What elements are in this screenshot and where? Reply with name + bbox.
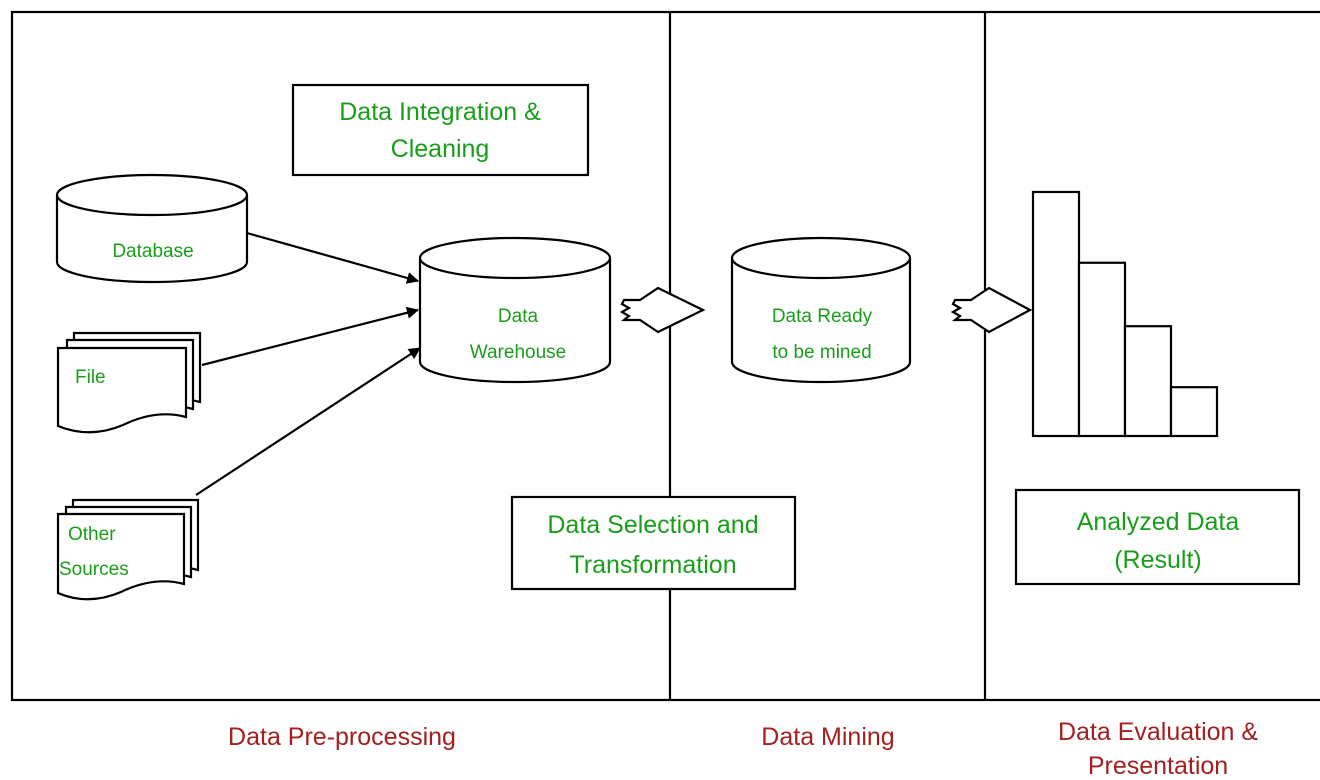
- stage-evaluation-label-line1: Data Evaluation &: [1058, 718, 1258, 746]
- selection-label-line2: Transformation: [569, 551, 736, 579]
- data-ready-cylinder: Data Ready to be mined: [730, 236, 912, 384]
- integration-cleaning-box: [291, 83, 590, 177]
- file-to-warehouse-arrow: [201, 306, 419, 367]
- file-document-stack: File: [56, 331, 202, 434]
- result-bar: [1031, 190, 1081, 438]
- other-sources-to-warehouse-arrow: [195, 347, 421, 496]
- stage-mining-label: Data Mining: [761, 723, 894, 751]
- result-bar: [1169, 386, 1219, 438]
- analyzed-data-box: [1014, 488, 1301, 586]
- other-sources-label-line1: Other: [68, 524, 116, 545]
- selection-label-line1: Data Selection and: [547, 511, 758, 539]
- database-to-warehouse-arrow: [246, 231, 419, 284]
- result-bar: [1077, 261, 1127, 438]
- ready-to-result-arrow: [950, 286, 1033, 334]
- ready-label-line1: Data Ready: [772, 306, 873, 327]
- database-cylinder: Database: [55, 173, 249, 284]
- data-warehouse-cylinder: Data Warehouse: [418, 236, 612, 384]
- integration-label-line1: Data Integration &: [339, 98, 541, 126]
- result-bar: [1123, 325, 1173, 438]
- warehouse-label-line1: Data: [498, 306, 539, 327]
- database-label: Database: [112, 241, 193, 262]
- other-sources-label-line2: Sources: [59, 559, 129, 580]
- analyzed-label-line1: Analyzed Data: [1077, 508, 1240, 536]
- ready-label-line2: to be mined: [772, 342, 871, 363]
- stage-preprocessing-label: Data Pre-processing: [228, 723, 456, 751]
- diagram-frame: [10, 10, 1320, 702]
- file-label: File: [75, 367, 106, 388]
- selection-transformation-box: [510, 495, 797, 591]
- stage-evaluation-label-line2: Presentation: [1088, 752, 1228, 780]
- other-sources-document-stack: Other Sources: [56, 498, 200, 601]
- integration-label-line2: Cleaning: [391, 135, 490, 163]
- result-bar-chart: [1031, 190, 1219, 438]
- warehouse-label-line2: Warehouse: [470, 342, 566, 363]
- warehouse-to-ready-arrow: [619, 286, 706, 334]
- analyzed-label-line2: (Result): [1114, 546, 1202, 574]
